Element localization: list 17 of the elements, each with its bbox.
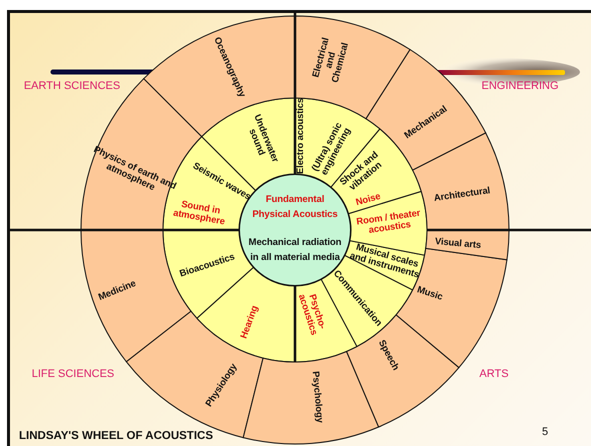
sector-label: Music [415, 282, 446, 304]
quadrant-label: ARTS [479, 368, 509, 380]
ring-sector [242, 350, 380, 445]
sector-label: Room / theater acoustics [354, 206, 422, 237]
slide-title: LINDSAY'S WHEEL OF ACOUSTICS [19, 430, 213, 442]
quadrant-label: LIFE SCIENCES [32, 368, 114, 380]
page-number: 5 [542, 426, 548, 438]
quadrant-label: EARTH SCIENCES [24, 80, 120, 92]
sector-label: Sound in atmosphere [172, 198, 226, 228]
sector-label: Visual arts [434, 235, 482, 251]
ring-sector [424, 229, 510, 261]
center-description: Mechanical radiation in all material media [248, 236, 342, 265]
sector-label: Psychology [310, 370, 326, 426]
sector-label: Electro acoustics [295, 97, 305, 176]
sector-label: Noise [353, 190, 382, 209]
sector-label: Architectural [432, 184, 492, 204]
quadrant-label: ENGINEERING [482, 80, 558, 92]
